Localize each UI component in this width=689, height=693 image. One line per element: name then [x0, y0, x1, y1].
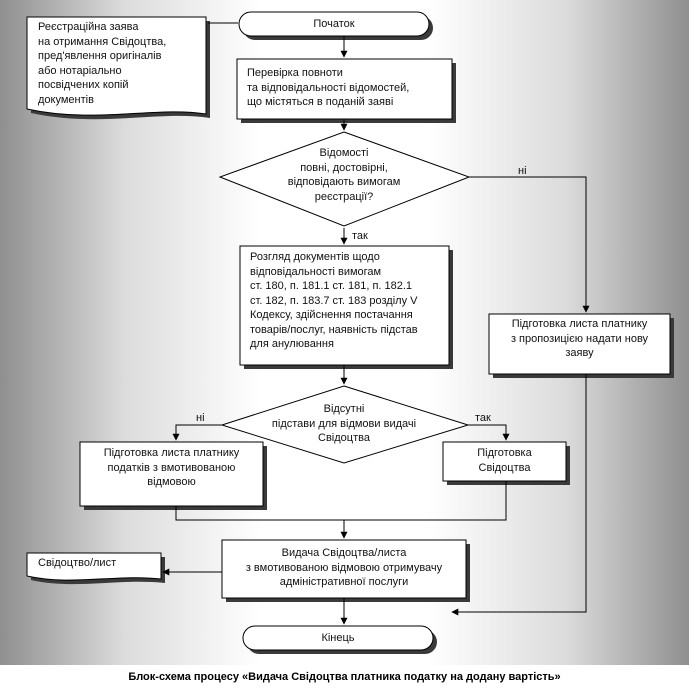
connector-decision2-yes: [468, 424, 510, 441]
figure-caption: Блок-схема процесу «Видача Свідоцтва пла…: [128, 671, 561, 683]
decision2-yes-label: так: [475, 412, 491, 424]
decision1-no-label: ні: [518, 165, 527, 177]
check-text: Перевірка повноти та відповідальності ві…: [247, 67, 410, 108]
decision2-no-label: ні: [196, 412, 205, 424]
refusal-letter-text: Підготовка листа платнику податків з вмо…: [103, 447, 240, 488]
decision2-text: Відсутні підстави для відмови видачі Сві…: [271, 403, 417, 444]
decision1-diamond: [218, 131, 471, 227]
flowchart: [26, 11, 674, 654]
start-terminator: [238, 11, 430, 37]
review-text: Розгляд документів щодо відповідальності…: [250, 251, 418, 350]
issue-process-box: [221, 539, 467, 599]
new-application-text: Підготовка листа платнику з пропозицією …: [510, 318, 649, 359]
new-application-box: [488, 313, 671, 375]
connector-new-application-to-end: [451, 374, 587, 616]
review-process-box: [239, 245, 450, 366]
connector-decision2-no: [172, 424, 222, 441]
prepare-certificate-text: Підготовка Свідоцтва: [477, 447, 532, 474]
document-note-text: Реєстраційна заява на отримання Свідоцтв…: [38, 21, 167, 106]
decision1-text: Відомості повні, достовірні, відповідают…: [287, 147, 401, 203]
prepare-certificate-box: [442, 441, 567, 482]
issue-text: Видача Свідоцтва/листа з вмотивованою ві…: [245, 547, 443, 588]
output-document-shape: [26, 552, 162, 581]
decision1-yes-label: так: [352, 230, 368, 242]
document-shape: [26, 16, 207, 116]
decision2-diamond: [220, 385, 470, 464]
connector-decision1-no: [469, 176, 590, 313]
check-process-box: [236, 58, 453, 120]
refusal-letter-box: [79, 441, 264, 507]
end-terminator: [242, 625, 434, 651]
connector-merge: [175, 481, 507, 521]
end-text: Кінець: [321, 632, 355, 644]
output-doc-text: Свідоцтво/лист: [38, 557, 117, 569]
start-text: Початок: [313, 18, 355, 30]
